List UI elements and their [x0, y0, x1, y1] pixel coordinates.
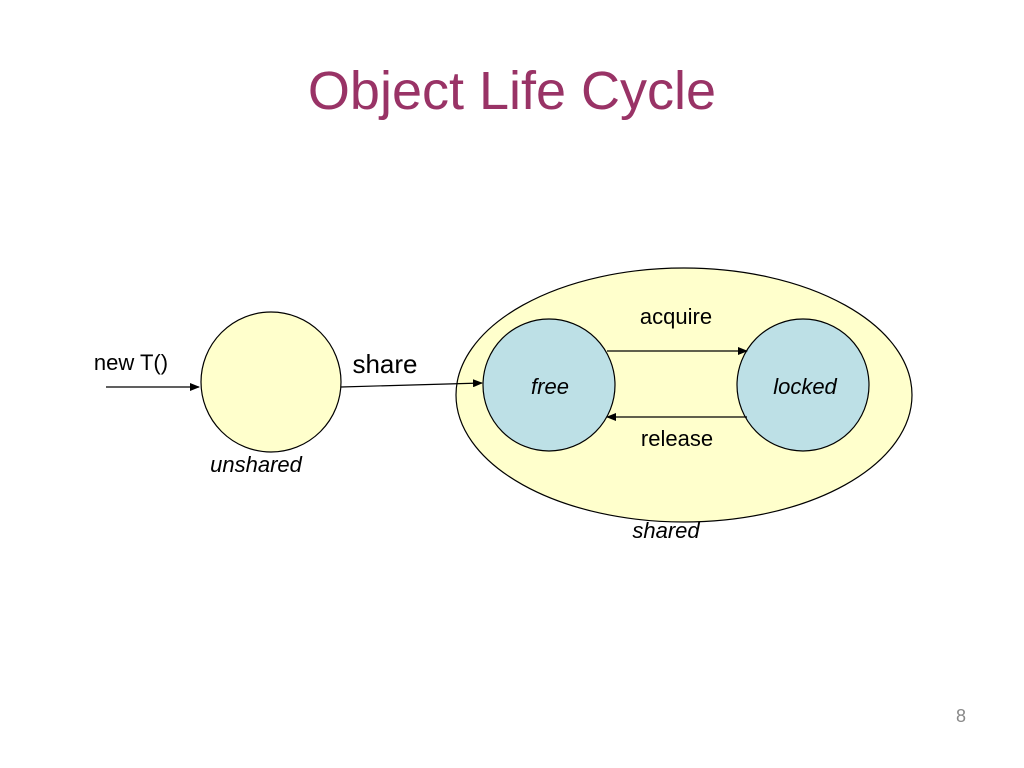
locked-state-circle — [736, 318, 870, 452]
unshared-state-label: unshared — [210, 452, 303, 477]
page-number: 8 — [955, 706, 966, 726]
new-transition-label: new T() — [94, 350, 168, 375]
unshared-state-circle — [200, 311, 342, 453]
free-state-label: free — [531, 374, 569, 399]
share-arrow — [340, 379, 483, 388]
shared-state-label: shared — [632, 518, 700, 543]
slide-title: Object Life Cycle — [307, 61, 717, 121]
locked-state-label: locked — [773, 374, 837, 399]
share-transition-label: share — [352, 349, 417, 379]
acquire-transition-label: acquire — [640, 304, 712, 329]
release-transition-label: release — [641, 426, 713, 451]
free-state-circle — [482, 318, 616, 452]
